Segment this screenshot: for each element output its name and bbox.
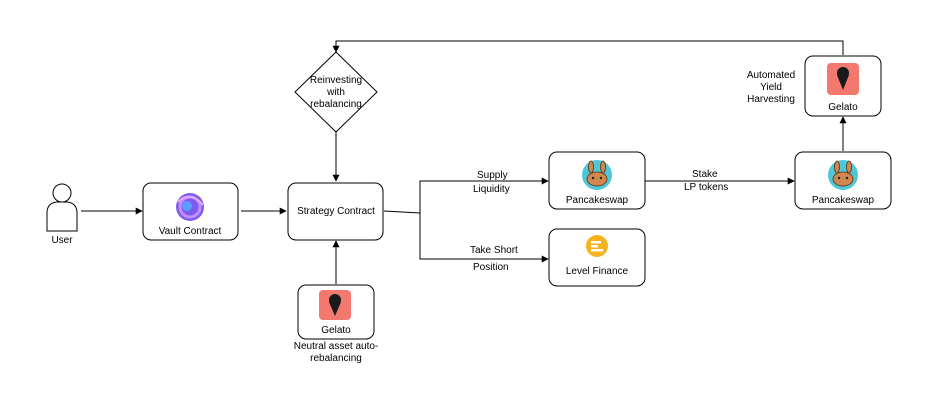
pancakeswap-logo-icon: [582, 160, 612, 190]
edge-label-stake: Stake: [692, 169, 718, 180]
level-finance-node[interactable]: Level Finance: [548, 228, 646, 287]
decision-line1: Reinvesting: [310, 75, 362, 86]
gelato-top-label: Gelato: [828, 102, 858, 113]
edge-label-lp-tokens: LP tokens: [684, 182, 728, 193]
gelato-top-caption2: Yield: [760, 82, 782, 93]
user-icon: [46, 183, 78, 232]
edge-label-supply: Supply: [477, 170, 508, 181]
user-node: User: [46, 183, 78, 246]
pancakeswap-logo-icon: [828, 160, 858, 190]
gelato-logo-icon: [827, 63, 859, 95]
pancakeswap-right-label: Pancakeswap: [812, 195, 875, 206]
edges: [81, 40, 847, 284]
gelato-bottom-node[interactable]: Gelato Neutral asset auto- rebalancing: [294, 284, 379, 364]
edge-to-pancakeswap-left: [419, 177, 549, 213]
gelato-top-caption1: Automated: [747, 70, 795, 81]
strategy-node[interactable]: Strategy Contract: [287, 182, 384, 241]
reinvest-decision[interactable]: Reinvesting with rebalancing: [294, 51, 378, 133]
gelato-bottom-caption1: Neutral asset auto-: [294, 341, 379, 352]
edge-label-take-short: Take Short: [470, 245, 518, 256]
edge-label-liquidity: Liquidity: [473, 184, 510, 195]
pancakeswap-left-node[interactable]: Pancakeswap: [548, 151, 646, 210]
edge-strategy-out: [383, 210, 421, 214]
gelato-bottom-caption2: rebalancing: [310, 353, 362, 364]
decision-line2: with: [326, 87, 345, 98]
edge-label-position: Position: [473, 262, 509, 273]
gelato-bottom-label: Gelato: [321, 325, 351, 336]
gelato-top-caption3: Harvesting: [747, 94, 795, 105]
vault-label: Vault Contract: [159, 226, 222, 237]
edge-harvest-loop: [332, 40, 844, 55]
pancakeswap-left-label: Pancakeswap: [566, 195, 629, 206]
gelato-logo-icon: [319, 290, 351, 320]
gelato-top-node[interactable]: Gelato: [804, 55, 882, 117]
vault-node[interactable]: Vault Contract: [142, 182, 239, 241]
strategy-label: Strategy Contract: [297, 206, 375, 217]
edge-to-level-finance: [419, 213, 549, 263]
decision-line3: rebalancing: [310, 99, 362, 110]
pancakeswap-right-node[interactable]: Pancakeswap: [794, 151, 892, 210]
vault-logo-icon: [176, 193, 204, 221]
level-finance-label: Level Finance: [566, 266, 629, 277]
level-finance-logo-icon: [586, 235, 608, 257]
user-label: User: [51, 235, 73, 246]
